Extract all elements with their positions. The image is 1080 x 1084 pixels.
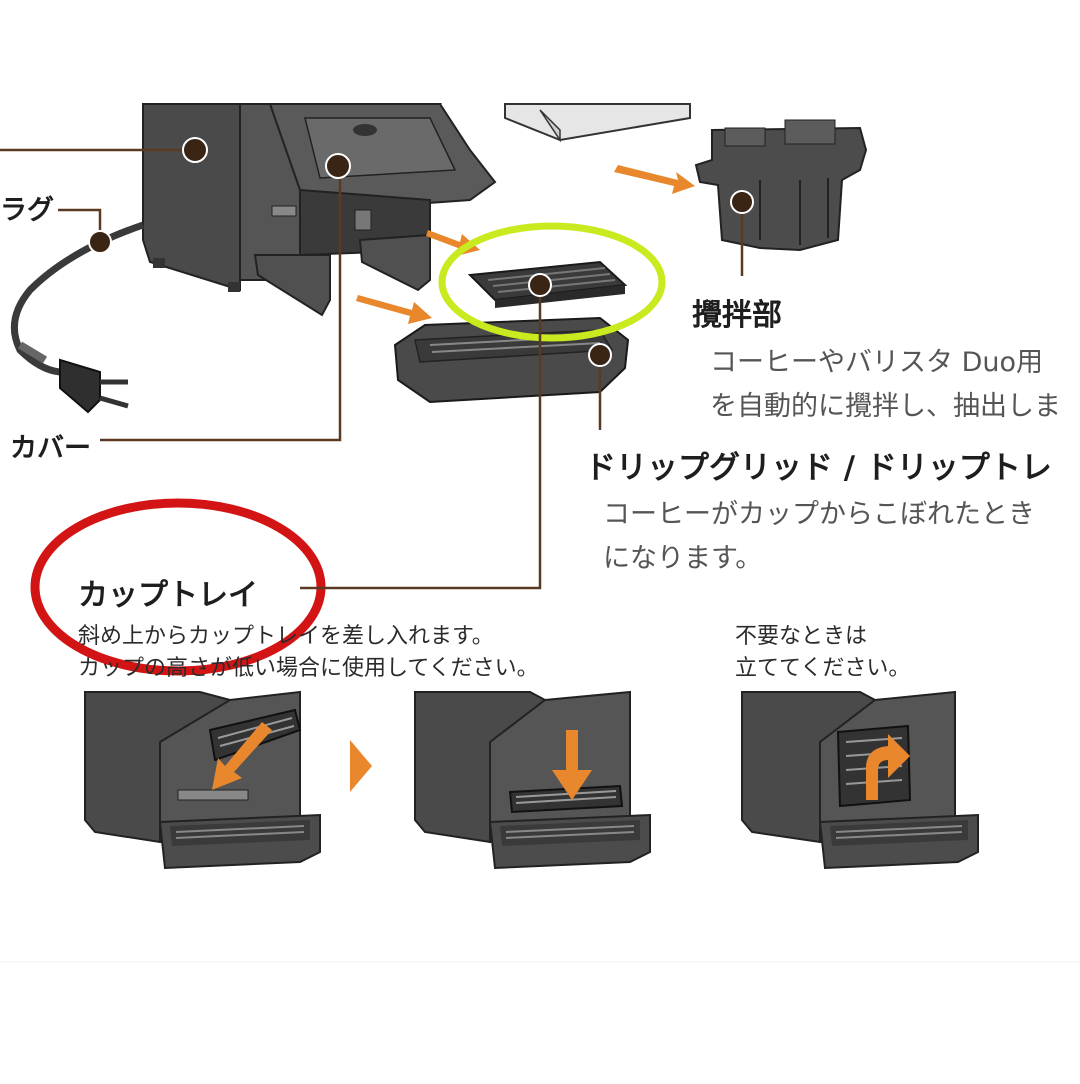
callout-dots xyxy=(88,137,754,367)
step-arrow-1 xyxy=(350,740,372,792)
main-machine-illustration xyxy=(10,103,497,414)
cup-tray-description-line2: カップの高さが低い場合に使用してください。 xyxy=(78,656,539,681)
step2-illustration xyxy=(414,690,651,870)
drip-title: ドリップグリッド / ドリップトレ xyxy=(585,450,1052,486)
plug-label: ラグ xyxy=(0,195,54,226)
cup-tray-title: カップトレイ xyxy=(78,578,258,613)
stirrer-unit-illustration xyxy=(694,119,868,252)
step3-illustration xyxy=(741,690,979,870)
drip-description-line1: コーヒーがカップからこぼれたとき xyxy=(603,499,1035,530)
step1-illustration xyxy=(84,690,321,870)
unneeded-note-line2: 立ててください。 xyxy=(735,656,911,681)
drip-description-line2: になります。 xyxy=(603,543,763,574)
stirrer-title: 攪拌部 xyxy=(692,298,782,333)
stirrer-description-line2: を自動的に攪拌し、抽出しま xyxy=(710,391,1061,422)
unneeded-note-line1: 不要なときは xyxy=(735,624,868,649)
cover-label: カバー xyxy=(10,433,91,464)
leader-lines xyxy=(0,148,744,590)
cup-tray-description-line1: 斜め上からカップトレイを差し入れます。 xyxy=(78,624,494,649)
highlight-green-circle xyxy=(438,222,666,342)
water-tank-illustration xyxy=(504,103,691,143)
stirrer-description-line1: コーヒーやバリスタ Duo用 xyxy=(710,347,1044,378)
